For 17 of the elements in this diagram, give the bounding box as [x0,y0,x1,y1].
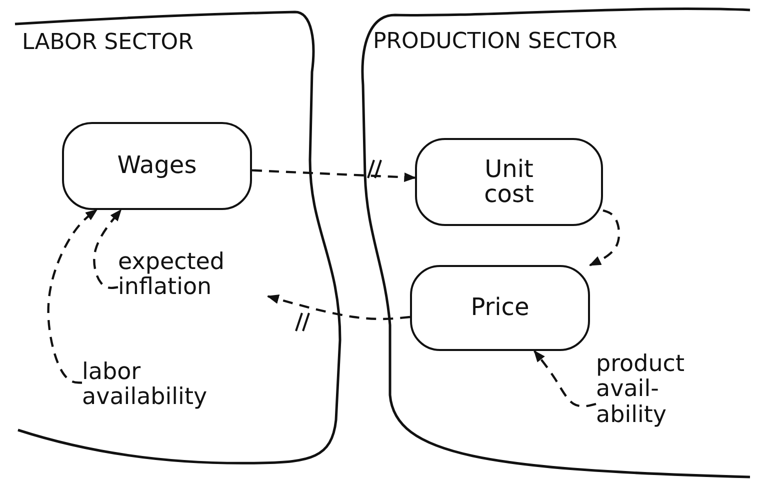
dashed-arrow [47,209,98,384]
dashed-arrow [534,350,596,408]
box-label: Unit cost [483,156,535,208]
variable-label: expected inflation [118,250,268,301]
variable-label: product avail- ability [596,352,706,428]
rounded-box [62,122,252,210]
box-label: Wages [117,153,197,179]
sector-title: PRODUCTION SECTOR [373,29,618,54]
dashed-arrow [252,169,416,182]
box-label: Price [470,295,530,321]
variable-label: labor availability [82,360,232,411]
dashed-arrow [588,209,620,266]
sector-title: LABOR SECTOR [22,30,194,55]
rounded-box [415,138,603,226]
dashed-arrow [93,209,122,290]
rounded-box [410,265,590,351]
dashed-arrow [266,294,410,320]
